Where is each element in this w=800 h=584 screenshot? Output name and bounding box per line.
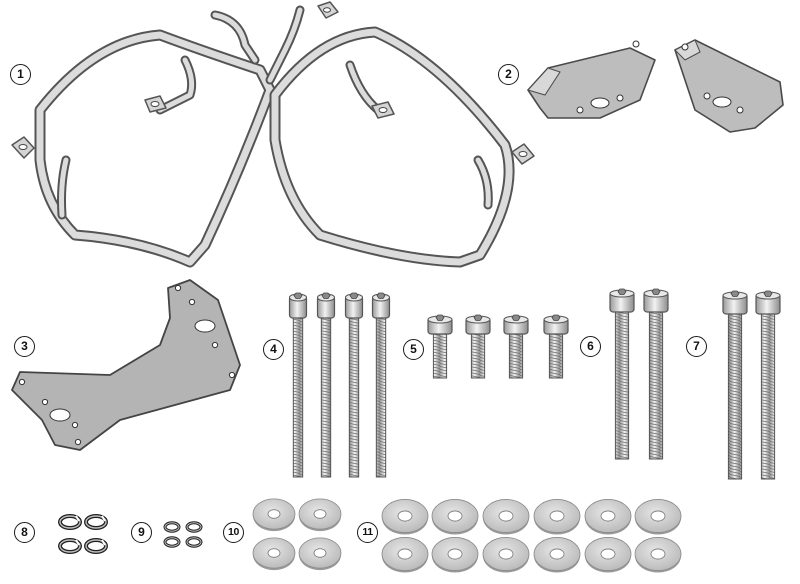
mounting-plate [11, 279, 241, 451]
lock-washer-8-3 [58, 538, 82, 554]
bolt-7-1 [722, 290, 748, 480]
bolt-5-3 [503, 314, 529, 379]
bracket-left [527, 40, 656, 119]
bolt-5-1 [427, 314, 453, 379]
washer-11-top-5 [584, 499, 632, 535]
washer-11-top-4 [533, 499, 581, 535]
bolt-4-4 [371, 292, 391, 478]
lock-washer-8-4 [84, 538, 108, 554]
callout-3: 3 [14, 336, 35, 357]
washer-11-bottom-1 [381, 537, 429, 573]
side-frame-right [265, 1, 535, 268]
washer-10-4 [298, 537, 342, 571]
washer-11-top-2 [431, 499, 479, 535]
washer-10-2 [298, 498, 342, 532]
callout-2: 2 [498, 64, 519, 85]
bolt-6-1 [609, 288, 635, 460]
bolt-6-2 [643, 288, 669, 460]
bracket-right [674, 39, 784, 133]
callout-11: 11 [357, 522, 378, 543]
callout-8: 8 [14, 522, 35, 543]
callout-4: 4 [263, 339, 284, 360]
bolt-4-3 [344, 292, 364, 478]
washer-11-top-3 [482, 499, 530, 535]
washer-group [58, 498, 682, 573]
bolt-5-4 [543, 314, 569, 379]
bolt-group [288, 288, 781, 480]
lock-washer-9-2 [185, 521, 203, 533]
washer-10-3 [252, 537, 296, 571]
lock-washer-9-3 [163, 536, 181, 548]
lock-washer-8-1 [58, 514, 82, 530]
washer-11-top-6 [634, 499, 682, 535]
bolt-4-2 [316, 292, 336, 478]
bolt-7-2 [755, 290, 781, 480]
washer-11-bottom-3 [482, 537, 530, 573]
washer-11-bottom-5 [584, 537, 632, 573]
callout-7: 7 [686, 336, 707, 357]
callout-1: 1 [10, 64, 31, 85]
washer-11-bottom-4 [533, 537, 581, 573]
lock-washer-9-1 [163, 521, 181, 533]
bolt-5-2 [465, 314, 491, 379]
callout-5: 5 [403, 339, 424, 360]
washer-11-bottom-6 [634, 537, 682, 573]
washer-10-1 [252, 498, 296, 532]
lock-washer-9-4 [185, 536, 203, 548]
washer-11-top-1 [381, 499, 429, 535]
lock-washer-8-2 [84, 514, 108, 530]
callout-6: 6 [580, 336, 601, 357]
side-frame-left [11, 10, 276, 268]
washer-11-bottom-2 [431, 537, 479, 573]
callout-9: 9 [131, 522, 152, 543]
callout-10: 10 [223, 522, 244, 543]
bolt-4-1 [288, 292, 308, 478]
